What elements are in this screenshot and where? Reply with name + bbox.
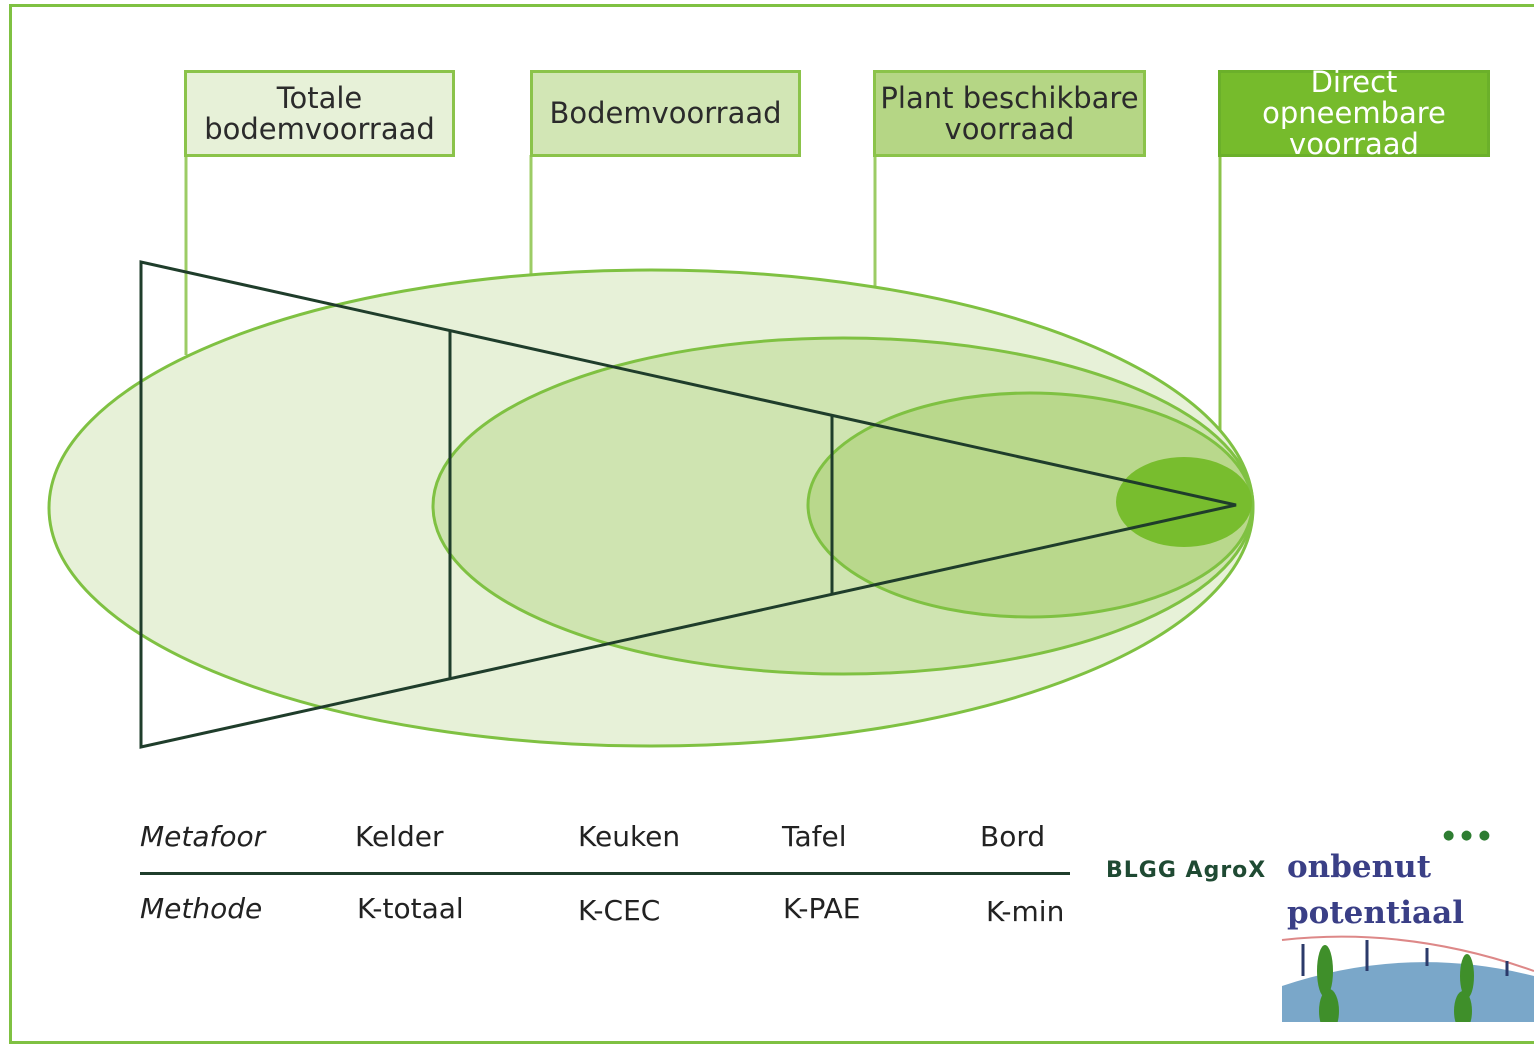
label-plant-beschikbare-voorraad: Plant beschikbare voorraad xyxy=(873,70,1146,157)
nutrient-pool-diagram xyxy=(47,155,1255,749)
row-header-metafoor: Metafoor xyxy=(140,820,266,853)
ellipse-direct-opneembare-voorraad xyxy=(1116,457,1252,547)
onbenut-potentiaal-logo: ● ● ● onbenut potentiaal xyxy=(1267,826,1534,1022)
metafoor-cell-keuken: Keuken xyxy=(578,820,681,853)
logo-dots-decoration: ● ● ● xyxy=(1443,828,1492,843)
methode-cell-k-min: K-min xyxy=(986,895,1065,928)
logo-plants xyxy=(1317,945,1474,1022)
metafoor-cell-kelder: Kelder xyxy=(355,820,444,853)
logo-illustration xyxy=(1281,935,1534,1022)
table-divider xyxy=(140,872,1070,875)
logo-arrows xyxy=(1301,940,1509,976)
logo-text: onbenut potentiaal xyxy=(1287,844,1464,936)
label-totale-bodemvoorraad: Totale bodemvoorraad xyxy=(184,70,455,157)
funnel-triangle xyxy=(139,260,1237,749)
methode-cell-k-cec: K-CEC xyxy=(578,894,661,927)
methode-cell-k-totaal: K-totaal xyxy=(357,892,464,925)
logo-curve xyxy=(1281,935,1534,972)
row-header-methode: Methode xyxy=(140,892,263,925)
label-bodemvoorraad: Bodemvoorraad xyxy=(530,70,801,157)
label-direct-opneembare-voorraad: Direct opneembare voorraad xyxy=(1218,67,1490,160)
metafoor-cell-tafel: Tafel xyxy=(782,820,847,853)
metafoor-cell-bord: Bord xyxy=(980,820,1046,853)
logo-line-1: onbenut xyxy=(1287,849,1432,885)
logo-line-2: potentiaal xyxy=(1287,895,1464,931)
ellipse-plant-beschikbare-voorraad xyxy=(806,391,1254,619)
methode-cell-k-pae: K-PAE xyxy=(783,892,861,925)
